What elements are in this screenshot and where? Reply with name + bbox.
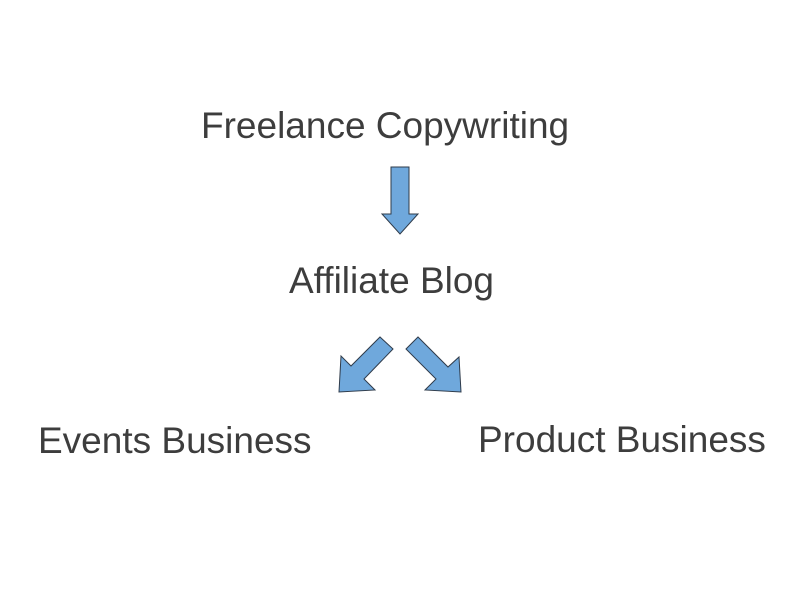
node-product-business: Product Business	[478, 419, 766, 460]
arrow-down-left-icon	[338, 336, 394, 393]
node-affiliate-blog: Affiliate Blog	[289, 260, 494, 301]
node-freelance-copywriting: Freelance Copywriting	[201, 105, 570, 146]
arrow-down-right-icon	[405, 336, 462, 393]
node-events-business: Events Business	[38, 420, 312, 461]
arrow-down-icon	[380, 166, 420, 235]
